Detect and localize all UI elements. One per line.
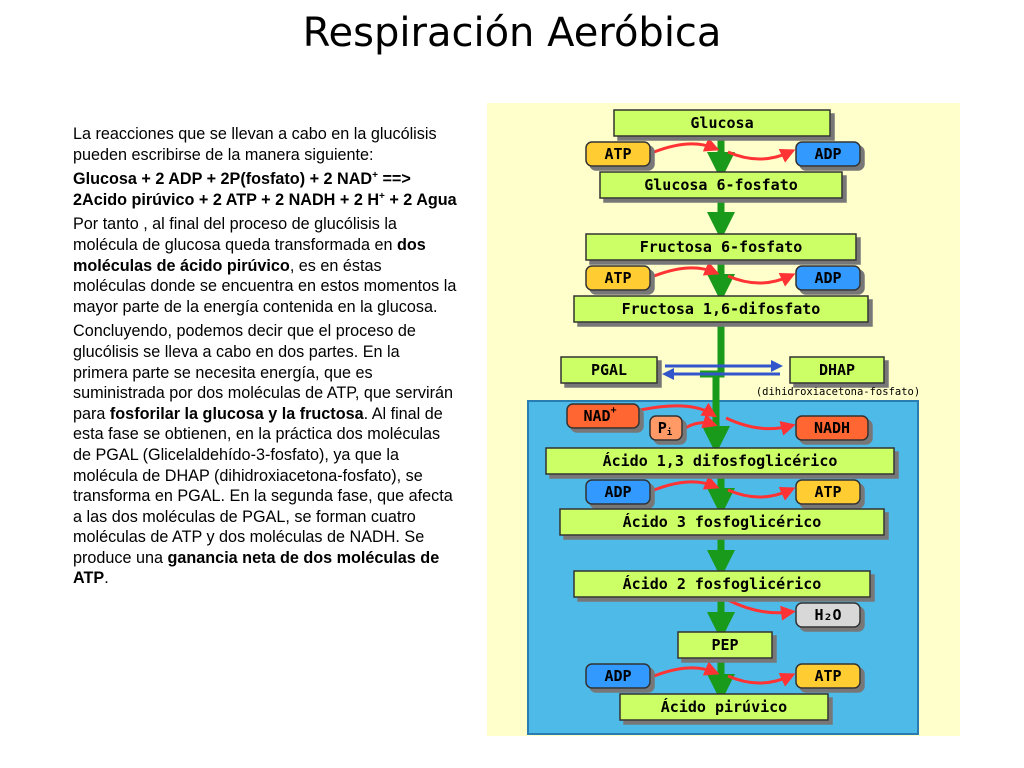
label-atp4: ATP — [814, 667, 841, 685]
label-atp1: ATP — [604, 145, 631, 163]
curve-nadh-out — [725, 416, 796, 436]
label-f16: Fructosa 1,6-difosfato — [622, 300, 821, 318]
label-f6p: Fructosa 6-fosfato — [640, 238, 803, 256]
equation-part-3: + 2 Agua — [384, 190, 457, 209]
box-pgal — [560, 356, 658, 384]
box-atp2 — [585, 265, 651, 291]
conclusion-text-a: Concluyendo, podemos decir que el proces… — [73, 322, 453, 423]
box-atp1 — [585, 141, 651, 167]
box-adp2 — [795, 265, 861, 291]
label-atp3: ATP — [814, 483, 841, 501]
conclusion-text-e: . — [104, 569, 109, 588]
box-f16 — [573, 295, 869, 323]
curve-atp4-out — [727, 673, 796, 687]
label-dhap-sub: (dihidroxiacetona-fosfato) — [756, 386, 920, 398]
label-a2: Ácido 2 fosfoglicérico — [623, 574, 822, 593]
curve-atp2-in — [653, 261, 720, 278]
box-adp3 — [585, 479, 651, 505]
label-dhap: DHAP — [819, 361, 855, 379]
label-piruvico: Ácido pirúvico — [661, 697, 787, 716]
box-a3 — [559, 508, 885, 536]
equation-sup-1: + — [372, 170, 378, 182]
label-adp1: ADP — [814, 145, 841, 163]
label-h2o: H₂O — [814, 606, 841, 624]
box-f6p — [585, 233, 857, 261]
conclusion-text-c: . Al final de esta fase se obtienen, en … — [73, 404, 453, 567]
box-piruvico — [619, 693, 829, 721]
conclusion-text-bold-1: fosforilar la glucosa y la fructosa — [109, 404, 364, 423]
box-h2o — [795, 602, 861, 628]
result-text-bold: dos moléculas de ácido pirúvico — [73, 235, 426, 275]
curve-adp3-in — [653, 475, 720, 492]
box-adp1 — [795, 141, 861, 167]
result-text-c: , es en éstas moléculas donde se encuent… — [73, 256, 457, 316]
label-pi-sub: i — [667, 427, 673, 438]
label-adp2: ADP — [814, 269, 841, 287]
box-pi — [649, 415, 683, 441]
curve-nad-in — [639, 402, 718, 418]
cofactor-arrows — [639, 137, 796, 687]
intro-paragraph: La reacciones que se llevan a cabo en la… — [73, 125, 437, 164]
label-a3: Ácido 3 fosfoglicérico — [623, 512, 822, 531]
label-pi-text: P — [658, 419, 667, 437]
box-atp4 — [795, 663, 861, 689]
label-nad-text: NAD — [583, 407, 610, 425]
label-pgal: PGAL — [591, 361, 627, 379]
label-nadh: NADH — [814, 419, 850, 437]
page-title: Respiración Aeróbica — [302, 10, 722, 56]
curve-adp1-out — [727, 149, 796, 163]
result-paragraph: Por tanto , al final del proceso de gluc… — [73, 214, 458, 317]
box-nadh — [795, 415, 869, 441]
conclusion-text-bold-2: ganancia neta de dos moléculas de ATP — [73, 548, 440, 588]
box-a2 — [573, 570, 871, 598]
equation-part-2: ==> 2Acido pirúvico + 2 ATP + 2 NADH + 2… — [73, 170, 411, 209]
label-adp4: ADP — [604, 667, 631, 685]
curve-adp4-in — [653, 661, 720, 678]
glycolysis-equation: Glucosa + 2 ADP + 2P(fosfato) + 2 NAD+ =… — [73, 169, 458, 210]
equation-part-1: Glucosa + 2 ADP + 2P(fosfato) + 2 NAD — [73, 170, 373, 189]
box-glucosa — [613, 109, 831, 137]
box-nad — [566, 403, 640, 429]
box-a13 — [545, 447, 895, 475]
equation-sup-2: + — [379, 190, 385, 202]
box-atp3 — [795, 479, 861, 505]
label-atp2: ATP — [604, 269, 631, 287]
curve-atp3-out — [727, 487, 796, 501]
label-g6p: Glucosa 6-fosfato — [644, 176, 798, 194]
label-adp3: ADP — [604, 483, 631, 501]
box-dhap — [789, 356, 885, 384]
text-column: La reacciones que se llevan a cabo en la… — [73, 124, 458, 593]
curve-atp1-in — [653, 137, 720, 154]
curve-h2o-out — [727, 598, 796, 621]
label-pep: PEP — [711, 636, 738, 654]
box-pep — [677, 631, 773, 659]
label-pi: Pi — [658, 419, 673, 438]
result-text-a: Por tanto , al final del proceso de gluc… — [73, 215, 397, 254]
pgal-dhap-arrows — [662, 360, 783, 380]
label-glucosa: Glucosa — [690, 114, 753, 132]
curve-pi-in — [684, 414, 718, 430]
curve-adp2-out — [727, 273, 796, 287]
label-nad: NAD+ — [583, 405, 616, 426]
conclusion-paragraph: Concluyendo, podemos decir que el proces… — [73, 321, 458, 589]
box-g6p — [599, 171, 843, 199]
box-adp4 — [585, 663, 651, 689]
label-nad-sup: + — [611, 405, 617, 416]
label-a13: Ácido 1,3 difosfoglicérico — [603, 451, 838, 470]
